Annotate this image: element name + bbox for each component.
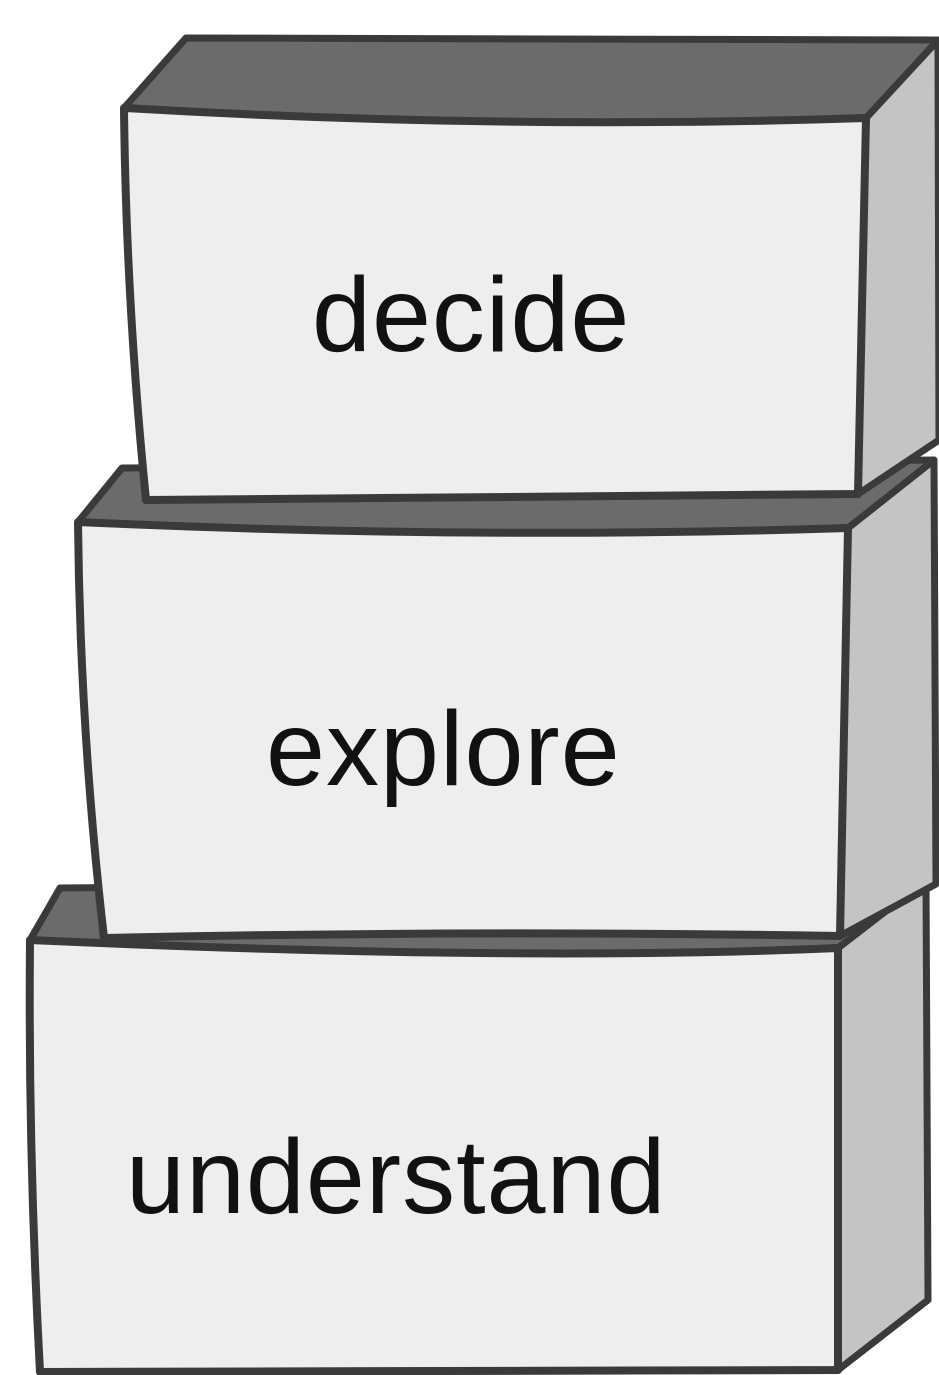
- block-label-explore: explore: [266, 696, 621, 802]
- block-top-top: [124, 38, 938, 122]
- block-bottom-side: [838, 880, 928, 1370]
- block-label-decide: decide: [312, 262, 630, 368]
- block-label-understand: understand: [126, 1124, 666, 1230]
- block-middle-side: [840, 460, 936, 936]
